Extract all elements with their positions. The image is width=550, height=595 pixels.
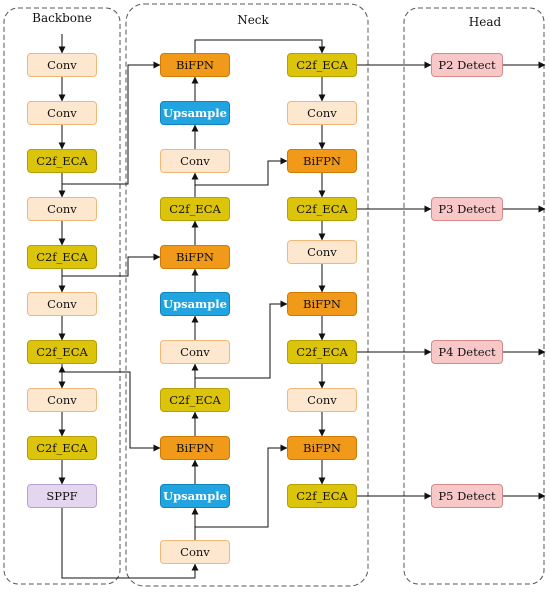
backbone-panel-frame (3, 7, 121, 585)
neck-conv-block: Conv (287, 101, 357, 125)
backbone-conv-block: Conv (27, 101, 97, 125)
arrow-bc2f3-link-bifpn3 (62, 371, 161, 452)
head-p4-detect-block: P4 Detect (431, 340, 503, 364)
neck-c2f-eca-block: C2f_ECA (160, 197, 230, 221)
backbone-c2f-eca-block: C2f_ECA (27, 340, 97, 364)
head-p3-detect-block: P3 Detect (431, 197, 503, 221)
neck-conv-block: Conv (160, 149, 230, 173)
arrow-nconv3-rbifpn3 (195, 444, 288, 528)
neck-title: Neck (237, 13, 269, 27)
neck-c2f-eca-block: C2f_ECA (287, 197, 357, 221)
backbone-sppf-block: SPPF (27, 484, 97, 508)
neck-upsample-block: Upsample (160, 101, 230, 125)
neck-panel-frame (125, 3, 369, 587)
neck-bifpn-block: BiFPN (160, 436, 230, 460)
neck-c2f-eca-block: C2f_ECA (287, 53, 357, 77)
backbone-conv-block: Conv (27, 197, 97, 221)
backbone-conv-block: Conv (27, 292, 97, 316)
arrow-bc2f1-bifpn1 (61, 61, 161, 185)
head-p2-detect-block: P2 Detect (431, 53, 503, 77)
backbone-c2f-eca-block: C2f_ECA (27, 436, 97, 460)
head-panel-frame (403, 7, 545, 585)
neck-c2f-eca-block: C2f_ECA (287, 340, 357, 364)
neck-conv-block: Conv (160, 540, 230, 564)
neck-bifpn-block: BiFPN (287, 149, 357, 173)
backbone-title: Backbone (32, 11, 92, 25)
neck-conv-block: Conv (160, 340, 230, 364)
neck-upsample-block: Upsample (160, 484, 230, 508)
backbone-c2f-eca-block: C2f_ECA (27, 149, 97, 173)
neck-c2f-eca-block: C2f_ECA (287, 484, 357, 508)
backbone-conv-block: Conv (27, 53, 97, 77)
head-title: Head (468, 15, 502, 29)
neck-conv-block: Conv (287, 388, 357, 412)
arrow-bifpn1-rc2f1 (194, 39, 326, 54)
neck-bifpn-block: BiFPN (160, 53, 230, 77)
backbone-c2f-eca-block: C2f_ECA (27, 245, 97, 269)
backbone-conv-block: Conv (27, 388, 97, 412)
arrow-nc2f1-rbifpn1 (195, 157, 288, 186)
neck-bifpn-block: BiFPN (287, 292, 357, 316)
arrow-nc2f2-rbifpn2 (195, 300, 288, 379)
neck-bifpn-block: BiFPN (287, 436, 357, 460)
neck-bifpn-block: BiFPN (160, 245, 230, 269)
arrow-sppf-neck-conv (61, 508, 199, 579)
head-p5-detect-block: P5 Detect (431, 484, 503, 508)
neck-conv-block: Conv (287, 240, 357, 264)
arrow-bc2f2-bifpn2 (61, 253, 161, 277)
neck-c2f-eca-block: C2f_ECA (160, 388, 230, 412)
neck-upsample-block: Upsample (160, 292, 230, 316)
